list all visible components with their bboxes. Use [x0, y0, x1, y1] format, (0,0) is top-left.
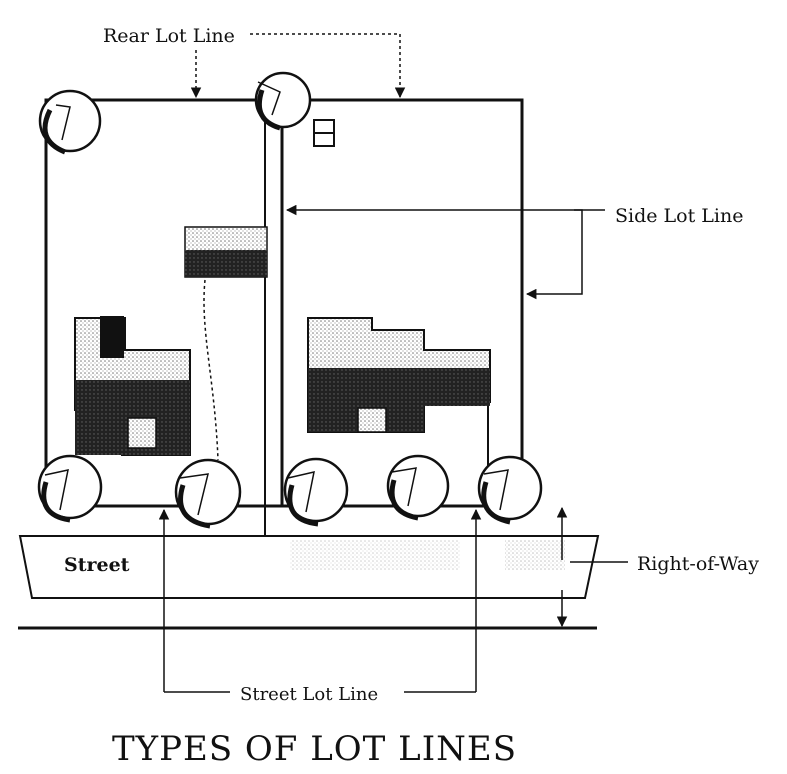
street-band	[18, 535, 600, 630]
rear-lot-line-callout: Rear Lot Line	[103, 25, 406, 99]
street-lot-line-label: Street Lot Line	[240, 684, 378, 705]
tree-front-5	[477, 455, 543, 525]
tree-front-1	[37, 454, 103, 523]
diagram-title: TYPES OF LOT LINES	[112, 729, 517, 769]
tree-front-4	[386, 454, 450, 521]
right-of-way-callout: Right-of-Way	[556, 506, 759, 628]
tree-top-left	[38, 89, 102, 155]
side-lot-line-label: Side Lot Line	[615, 205, 743, 227]
side-lot-line-callout: Side Lot Line	[285, 204, 743, 300]
street-lot-line-callout: Street Lot Line	[158, 508, 482, 705]
right-of-way-label: Right-of-Way	[637, 553, 759, 575]
tree-front-2	[174, 458, 242, 529]
street-label: Street	[64, 554, 130, 576]
shed	[313, 119, 335, 147]
house-left	[74, 316, 191, 456]
tree-top-middle	[254, 71, 312, 131]
garage-building	[184, 226, 268, 461]
tree-front-3	[283, 457, 349, 527]
rear-lot-line-label: Rear Lot Line	[103, 25, 235, 47]
house-right	[307, 317, 491, 433]
